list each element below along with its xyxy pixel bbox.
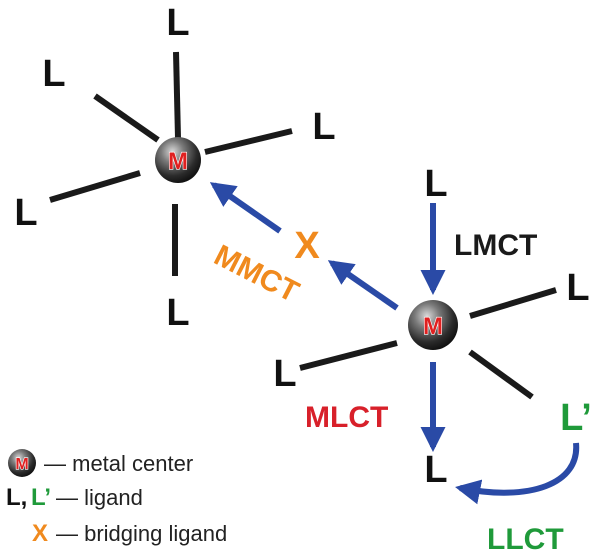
legend-bridge-key: X — [32, 520, 48, 547]
left-metal-center: M — [155, 137, 201, 183]
right-metal-center: M — [408, 300, 458, 350]
llct-label: LLCT — [487, 523, 564, 556]
left-metal-symbol: M — [168, 148, 188, 175]
legend-ligand-key: L, — [6, 484, 27, 511]
ligand-label: L — [424, 449, 447, 491]
ligand-label: L — [312, 106, 335, 148]
ligand-label: L — [273, 353, 296, 395]
legend: M — metal center L, L’ — ligand X — brid… — [6, 449, 227, 547]
ligand-label: L — [566, 267, 589, 309]
ligand-label: L — [14, 192, 37, 234]
transfer-arrows — [209, 182, 580, 505]
legend-bridge-text: — bridging ligand — [56, 521, 227, 546]
ligand-prime-label: L’ — [560, 397, 592, 439]
mmct-arrow-upper — [209, 182, 282, 234]
right-metal-symbol: M — [423, 313, 443, 340]
bridging-ligand-label: X — [294, 225, 320, 267]
legend-ligand-text: — ligand — [56, 485, 143, 510]
left-complex-bonds — [49, 51, 293, 276]
llct-arrow — [455, 442, 580, 505]
legend-metal-symbol: M — [15, 456, 28, 473]
ligand-label: L — [166, 2, 189, 44]
ligand-label: L — [424, 163, 447, 205]
mmct-label: MMCT — [209, 239, 304, 309]
ligand-label: L — [166, 292, 189, 334]
legend-metal-text: — metal center — [44, 451, 193, 476]
legend-metal-icon: M — [8, 449, 36, 477]
right-complex-bonds — [299, 287, 557, 400]
ligand-label: L — [42, 53, 65, 95]
mmct-arrow-lower — [327, 260, 399, 311]
lmct-label: LMCT — [454, 229, 537, 262]
mlct-label: MLCT — [305, 401, 388, 434]
legend-ligand-prime-key: L’ — [31, 484, 51, 511]
